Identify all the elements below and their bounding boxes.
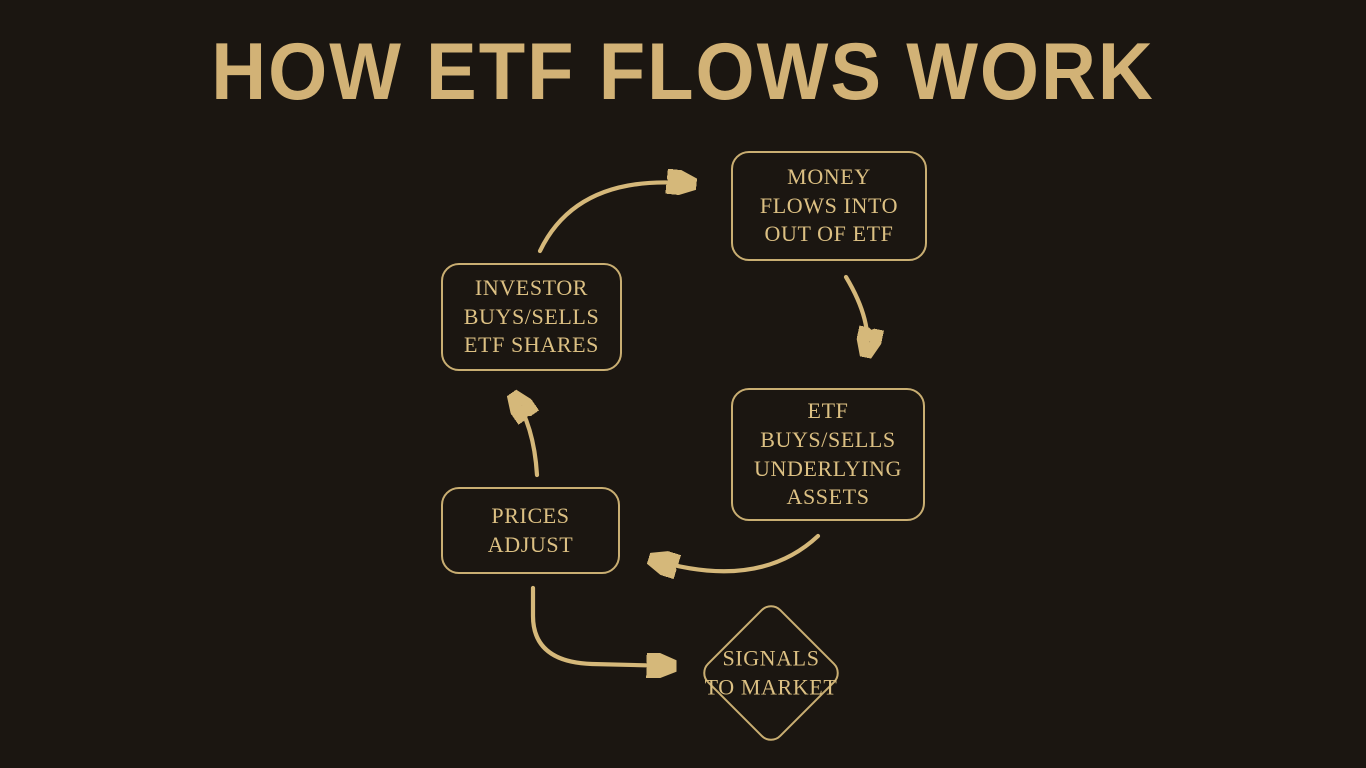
arrow-etf-to-prices (651, 533, 821, 571)
arrow-prices-to-signals (530, 585, 674, 666)
node-prices-adjust: PRICES ADJUST (441, 487, 620, 574)
node-label: ETF BUYS/SELLS UNDERLYING ASSETS (753, 398, 902, 510)
arrow-money-to-etf (843, 274, 867, 355)
node-etf-buys-sells-underlying-assets: ETF BUYS/SELLS UNDERLYING ASSETS (731, 388, 925, 521)
node-label: MONEY FLOWS INTO OUT OF ETF (759, 164, 899, 247)
page-title: HOW ETF FLOWS WORK (211, 27, 1155, 118)
node-label: SIGNALS TO MARKET (704, 645, 838, 699)
arrow-prices-to-investor (513, 395, 540, 478)
node-investor-buys-sells-etf-shares: INVESTOR BUYS/SELLS ETF SHARES (441, 263, 622, 371)
node-money-flows-into-out-of-etf: MONEY FLOWS INTO OUT OF ETF (731, 151, 927, 261)
node-signals-to-market: SIGNALS TO MARKET (697, 599, 845, 747)
node-label: INVESTOR BUYS/SELLS ETF SHARES (463, 275, 600, 358)
arrow-investor-to-money (537, 182, 694, 254)
node-label: PRICES ADJUST (487, 502, 574, 557)
